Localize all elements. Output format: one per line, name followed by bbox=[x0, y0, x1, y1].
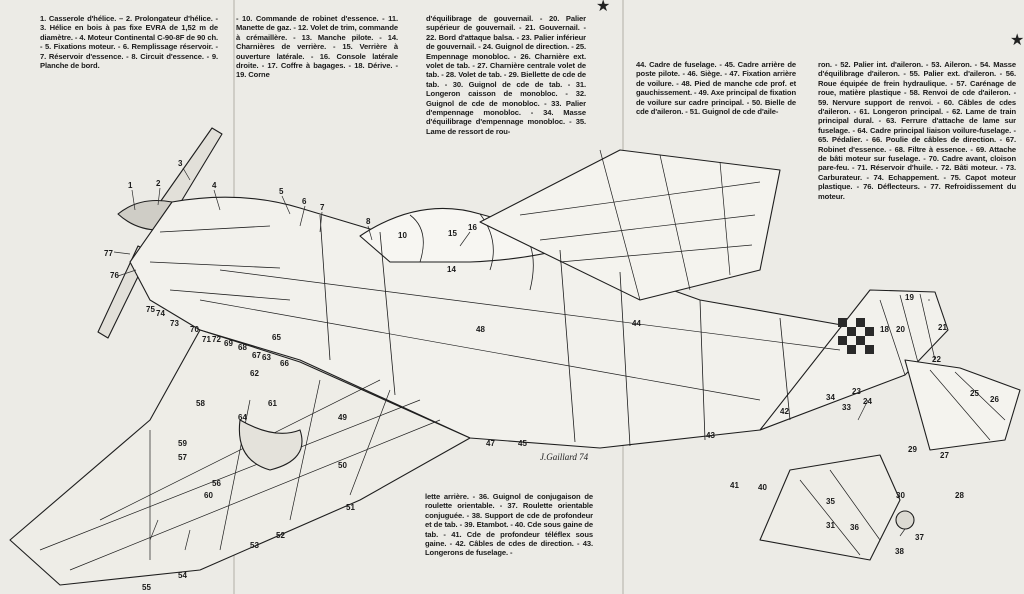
callout-68: 68 bbox=[238, 343, 247, 352]
vertical-fin bbox=[759, 289, 949, 431]
callout-25: 25 bbox=[970, 389, 979, 398]
callout-30: 30 bbox=[896, 491, 905, 500]
callout-14: 14 bbox=[447, 265, 456, 274]
callout-37: 37 bbox=[915, 533, 924, 542]
callout-31: 31 bbox=[826, 521, 835, 530]
callout-23: 23 bbox=[852, 387, 861, 396]
callout-61: 61 bbox=[268, 399, 277, 408]
callout-55: 55 bbox=[142, 583, 151, 592]
callout-64: 64 bbox=[238, 413, 247, 422]
callout-73: 73 bbox=[170, 319, 179, 328]
callout-69: 69 bbox=[224, 339, 233, 348]
callout-51: 51 bbox=[346, 503, 355, 512]
callout-26: 26 bbox=[990, 395, 999, 404]
left-stabilator bbox=[759, 454, 901, 561]
callout-57: 57 bbox=[178, 453, 187, 462]
callout-58: 58 bbox=[196, 399, 205, 408]
callout-36: 36 bbox=[850, 523, 859, 532]
callout-27: 27 bbox=[940, 451, 949, 460]
callout-76: 76 bbox=[110, 271, 119, 280]
right-wing bbox=[479, 149, 781, 301]
callout-59: 59 bbox=[178, 439, 187, 448]
legend-column-2: - 10. Commande de robinet d'essence. - 1… bbox=[236, 14, 398, 80]
callout-72: 72 bbox=[212, 335, 221, 344]
tail-wheel bbox=[895, 510, 915, 530]
callout-43: 43 bbox=[706, 431, 715, 440]
callout-75: 75 bbox=[146, 305, 155, 314]
callout-4: 4 bbox=[212, 181, 217, 190]
callout-18: 18 bbox=[880, 325, 889, 334]
callout-52: 52 bbox=[276, 531, 285, 540]
legend-column-4: 44. Cadre de fuselage. - 45. Cadre arriè… bbox=[636, 60, 796, 117]
legend-column-5: ron. - 52. Palier int. d'aileron. - 53. … bbox=[818, 60, 1016, 201]
callout-7: 7 bbox=[320, 203, 325, 212]
main-wheel-fairing bbox=[238, 419, 303, 471]
legend-column-3: d'équilibrage de gouvernail. - 20. Palie… bbox=[426, 14, 586, 136]
callout-67: 67 bbox=[252, 351, 261, 360]
callout-40: 40 bbox=[758, 483, 767, 492]
callout-19: 19 bbox=[905, 293, 914, 302]
callout-74: 74 bbox=[156, 309, 165, 318]
artist-signature: J.Gaillard 74 bbox=[540, 452, 589, 462]
callout-60: 60 bbox=[204, 491, 213, 500]
callout-21: 21 bbox=[938, 323, 947, 332]
callout-77: 77 bbox=[104, 249, 113, 258]
left-wing bbox=[9, 329, 471, 586]
callout-42: 42 bbox=[780, 407, 789, 416]
callout-47: 47 bbox=[486, 439, 495, 448]
callout-49: 49 bbox=[338, 413, 347, 422]
callout-28: 28 bbox=[955, 491, 964, 500]
callout-35: 35 bbox=[826, 497, 835, 506]
checkered-marking bbox=[838, 318, 874, 354]
callout-2: 2 bbox=[156, 179, 161, 188]
legend-column-1: 1. Casserole d'hélice. – 2. Prolongateur… bbox=[40, 14, 218, 71]
callout-6: 6 bbox=[302, 197, 307, 206]
callout-16: 16 bbox=[468, 223, 477, 232]
callout-44: 44 bbox=[632, 319, 641, 328]
callout-71: 71 bbox=[202, 335, 211, 344]
callout-leaders bbox=[113, 167, 930, 551]
callout-41: 41 bbox=[730, 481, 739, 490]
callout-38: 38 bbox=[895, 547, 904, 556]
callout-15: 15 bbox=[448, 229, 457, 238]
callout-63: 63 bbox=[262, 353, 271, 362]
callout-54: 54 bbox=[178, 571, 187, 580]
callout-34: 34 bbox=[826, 393, 835, 402]
callout-66: 66 bbox=[280, 359, 289, 368]
callout-20: 20 bbox=[896, 325, 905, 334]
callout-numbers: 1 2 3 4 5 6 7 8 10 14 15 16 18 19 20 21 … bbox=[104, 159, 999, 592]
callout-50: 50 bbox=[338, 461, 347, 470]
aircraft-outline bbox=[9, 127, 1021, 586]
callout-48: 48 bbox=[476, 325, 485, 334]
callout-70: 70 bbox=[190, 325, 199, 334]
callout-1: 1 bbox=[128, 181, 133, 190]
callout-5: 5 bbox=[279, 187, 284, 196]
callout-10: 10 bbox=[398, 231, 407, 240]
legend-column-6: lette arrière. - 36. Guignol de conjugai… bbox=[425, 492, 593, 558]
callout-65: 65 bbox=[272, 333, 281, 342]
callout-3: 3 bbox=[178, 159, 183, 168]
callout-45: 45 bbox=[518, 439, 527, 448]
callout-22: 22 bbox=[932, 355, 941, 364]
star-icon-right: ★ bbox=[1010, 32, 1024, 49]
callout-56: 56 bbox=[212, 479, 221, 488]
callout-29: 29 bbox=[908, 445, 917, 454]
callout-8: 8 bbox=[366, 217, 371, 226]
callout-33: 33 bbox=[842, 403, 851, 412]
star-icon-left: ★ bbox=[596, 0, 611, 15]
callout-24: 24 bbox=[863, 397, 872, 406]
callout-53: 53 bbox=[250, 541, 259, 550]
right-stabilator bbox=[904, 359, 1021, 451]
callout-62: 62 bbox=[250, 369, 259, 378]
